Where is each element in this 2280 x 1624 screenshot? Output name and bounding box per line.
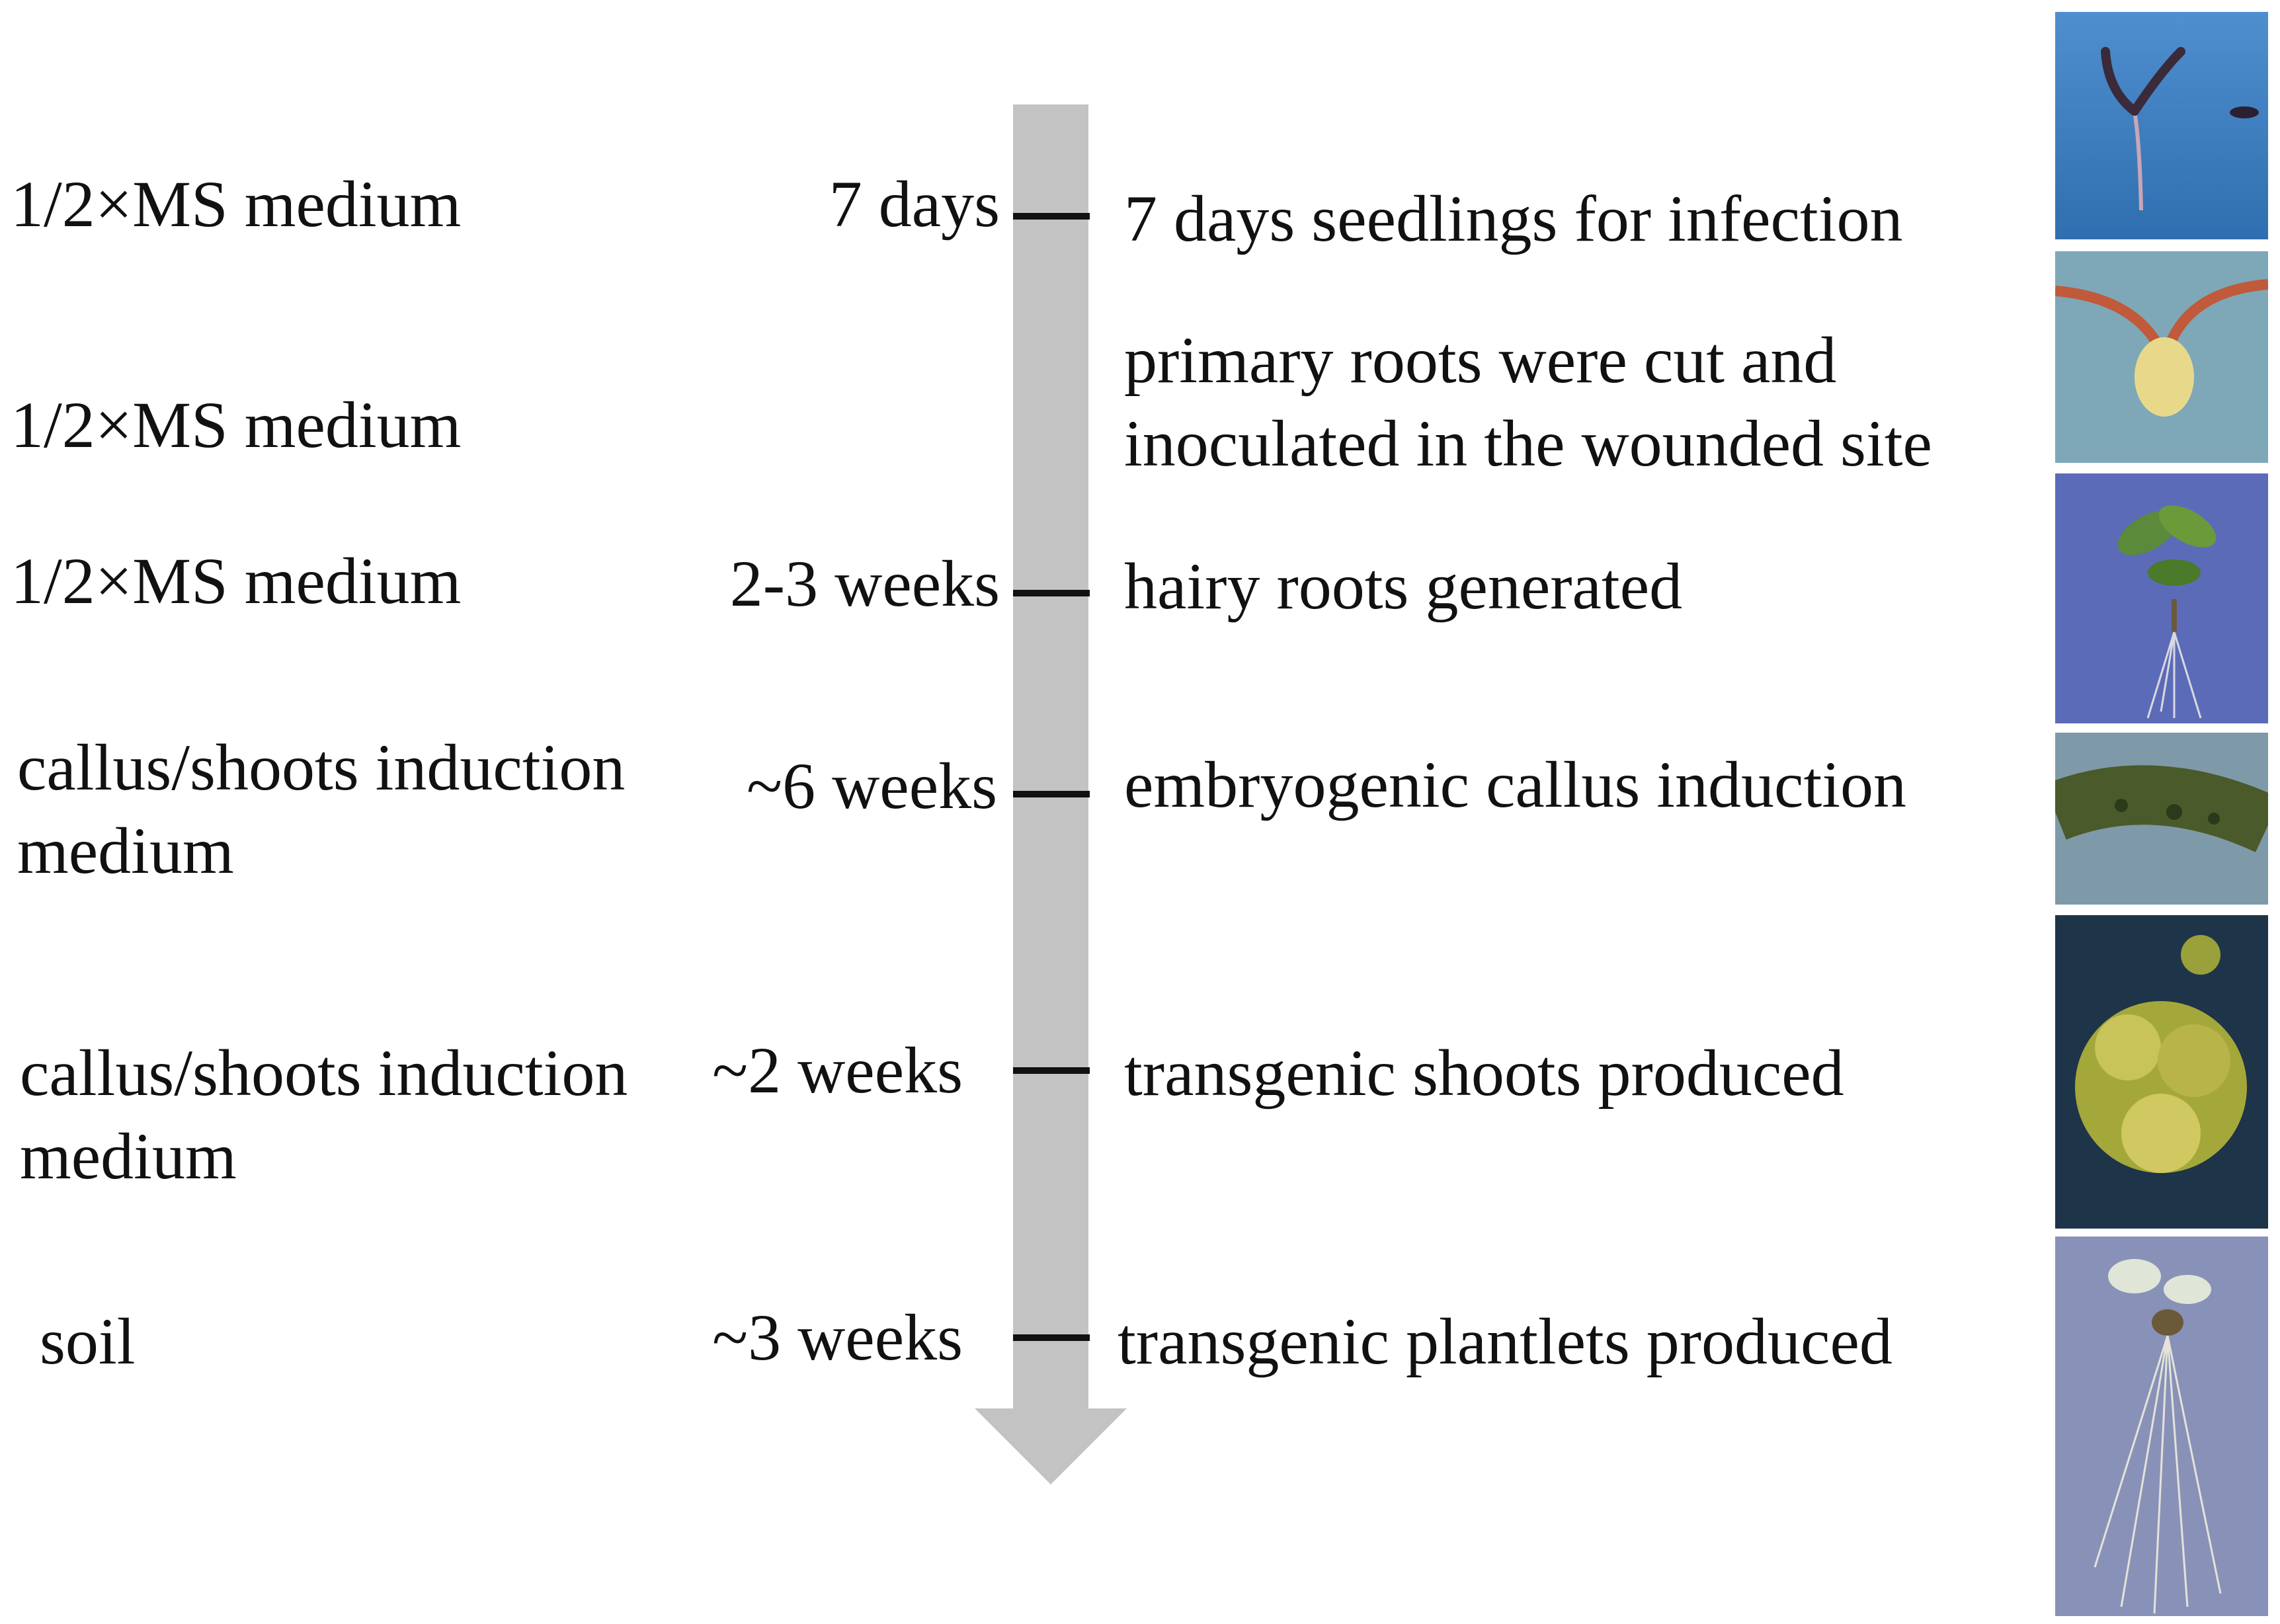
medium-label: 1/2×MS medium (11, 388, 462, 462)
tick-6-weeks (1013, 791, 1090, 797)
tick-7-days (1013, 213, 1090, 220)
medium-label: medium (20, 1119, 237, 1193)
medium-label: soil (40, 1305, 136, 1378)
medium-label: callus/shoots induction (20, 1036, 628, 1110)
duration-label: ~6 weeks (746, 749, 997, 823)
step-description: transgenic shoots produced (1124, 1036, 1844, 1110)
duration-label: ~3 weeks (712, 1301, 963, 1374)
tick-3-weeks (1013, 1334, 1090, 1341)
duration-label: ~2 weeks (712, 1034, 963, 1107)
callus-photo (2055, 733, 2268, 905)
plantlet-photo (2055, 1237, 2268, 1616)
step-description: embryogenic callus induction (1124, 748, 1907, 821)
medium-label: 1/2×MS medium (11, 544, 462, 618)
cut-root-photo (2055, 251, 2268, 463)
medium-label: callus/shoots induction (17, 731, 626, 804)
tick-2-weeks (1013, 1067, 1090, 1074)
hairy-root-photo (2055, 473, 2268, 723)
step-description: hairy roots generated (1124, 549, 1683, 623)
medium-label: medium (17, 814, 234, 887)
duration-label: 7 days (829, 167, 1000, 241)
timeline-arrow-shaft (1013, 104, 1088, 1414)
duration-label: 2-3 weeks (729, 547, 1000, 620)
medium-label: 1/2×MS medium (11, 167, 462, 241)
step-description: 7 days seedlings for infection (1124, 182, 1903, 255)
step-description: primary roots were cut and (1124, 323, 1837, 397)
step-description: transgenic plantlets produced (1118, 1305, 1893, 1378)
timeline-arrow-head (975, 1408, 1127, 1484)
step-description: inoculated in the wounded site (1124, 407, 1932, 480)
seedling-photo (2055, 12, 2268, 239)
tick-2-3-weeks (1013, 590, 1090, 596)
shoots-photo (2055, 915, 2268, 1229)
